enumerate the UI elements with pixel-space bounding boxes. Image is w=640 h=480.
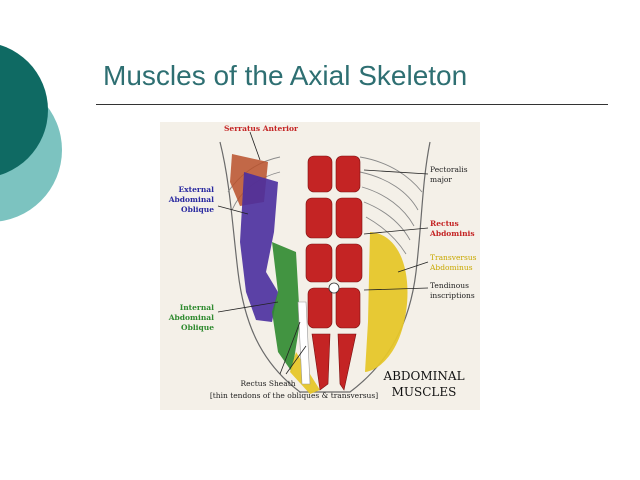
abdominal-muscles-diagram: Serratus Anterior External Abdominal Obl…	[160, 122, 480, 410]
label-pectoralis-line1: Pectoralis	[430, 165, 468, 174]
decorative-circles	[0, 45, 62, 222]
rectus-sheath	[297, 301, 311, 385]
diagram-canvas: Serratus Anterior External Abdominal Obl…	[160, 122, 480, 410]
slide-title: Muscles of the Axial Skeleton	[103, 60, 468, 91]
label-rectus-line1: Rectus	[430, 219, 459, 228]
label-external-oblique-line2: Abdominal	[168, 195, 214, 204]
torso-outline	[219, 141, 431, 393]
rib-lines-right	[359, 156, 423, 255]
label-internal-oblique-line3: Oblique	[181, 323, 214, 332]
decorative-circle-dark	[0, 45, 48, 175]
label-tendinous-line1: Tendinous	[430, 281, 469, 290]
label-external-oblique-line3: Oblique	[181, 205, 214, 214]
label-transversus-line2: Abdominus	[429, 263, 473, 272]
label-pectoralis-line2: major	[430, 175, 452, 184]
label-rectus-sheath-line1: Rectus Sheath	[240, 379, 295, 388]
label-rectus-sheath-line2: [thin tendons of the obliques & transver…	[210, 391, 378, 400]
label-internal-oblique-line2: Abdominal	[168, 313, 214, 322]
label-external-oblique-line1: External	[178, 185, 214, 194]
title-divider	[96, 104, 608, 105]
external-oblique-muscle	[240, 172, 278, 322]
umbilicus	[328, 282, 340, 294]
caption-line1: ABDOMINAL	[382, 369, 464, 383]
label-tendinous-line2: inscriptions	[430, 291, 475, 300]
caption-line2: MUSCLES	[392, 385, 457, 399]
leader-lines	[217, 131, 429, 375]
label-transversus-line1: Transversus	[430, 253, 477, 262]
label-serratus-anterior: Serratus Anterior	[224, 124, 299, 133]
label-internal-oblique-line1: Internal	[180, 303, 214, 312]
transversus-abdominus-muscle	[365, 232, 408, 372]
rectus-abdominis-muscle	[305, 155, 363, 391]
label-rectus-line2: Abdominis	[429, 229, 475, 238]
